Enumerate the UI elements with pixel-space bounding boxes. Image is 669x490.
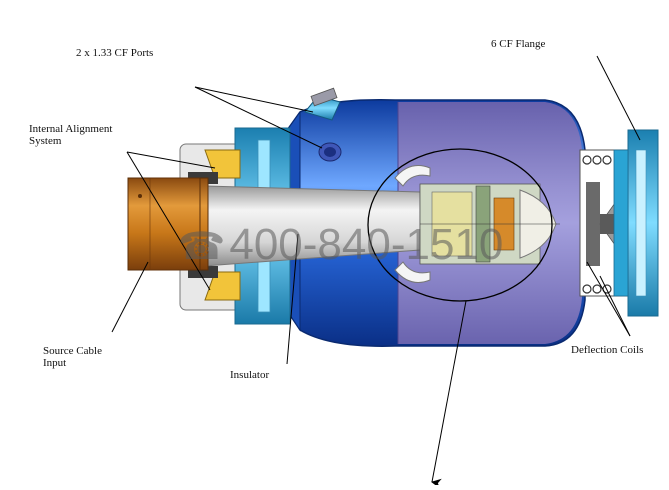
cf-flange-right bbox=[613, 129, 659, 317]
label-source-cable-line1: Source Cable bbox=[43, 345, 102, 357]
telephone-icon: ☎ bbox=[178, 226, 226, 268]
label-deflection-coils: Deflection Coils bbox=[571, 344, 644, 356]
highlight-ellipse bbox=[367, 148, 553, 302]
label-cf-ports: 2 x 1.33 CF Ports bbox=[76, 47, 154, 59]
leader-lines bbox=[111, 55, 641, 489]
label-6cf-flange: 6 CF Flange bbox=[491, 38, 546, 50]
label-internal-alignment: Internal Alignment System bbox=[29, 123, 112, 147]
source-cable-cylinder bbox=[127, 177, 209, 271]
label-source-cable-line2: Input bbox=[43, 357, 67, 369]
label-insulator: Insulator bbox=[230, 369, 270, 381]
phone-watermark: ☎400-840-1510 bbox=[178, 220, 503, 270]
watermark-phone-number: 400-840-1510 bbox=[229, 220, 504, 269]
label-internal-alignment-line1: Internal Alignment bbox=[29, 123, 113, 135]
cf-port-side bbox=[318, 142, 342, 162]
cf-port-top bbox=[304, 87, 341, 121]
label-source-cable: Source Cable Input bbox=[43, 345, 102, 369]
label-internal-alignment-line2: System bbox=[29, 135, 62, 147]
gun-internals bbox=[394, 165, 560, 283]
